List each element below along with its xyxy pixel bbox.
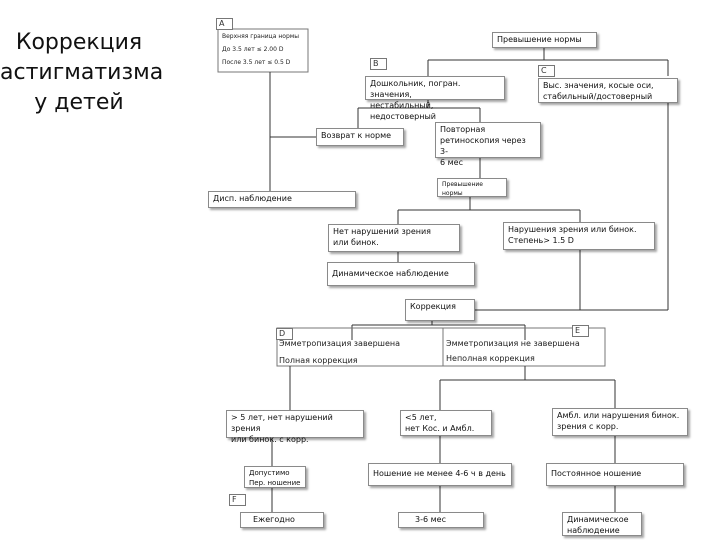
node-emm-done: Эмметропизация завершена [279,339,401,348]
norms-line-1: Верхняя граница нормы [222,33,300,40]
node-correction: Коррекция [405,299,475,321]
node-vision-issue: Нарушения зрения или бинок. Степень> 1.5… [503,222,655,250]
node-dyn-obs-2: Динамическое наблюдение [562,512,642,536]
node-preschool: Дошкольник, погран. значения, нестабильн… [365,76,505,121]
node-high-values: Выс. значения, косые оси, стабильный/дос… [538,78,678,103]
node-return-norm: Возврат к норме [316,128,404,146]
tag-c: C [538,65,555,77]
node-wear46: Ношение не менее 4-6 ч в день [368,463,512,486]
tag-f: F [229,494,246,506]
norms-line-2: До 3.5 лет ≤ 2.00 D [222,46,284,53]
node-yearly: Ежегодно [240,512,324,528]
tag-e: E [572,325,589,337]
node-no-vision-issue: Нет нарушений зрения или бинок. [328,224,460,252]
norms-line-3: После 3.5 лет ≤ 0.5 D [222,59,291,66]
node-full-corr: Полная коррекция [279,356,358,365]
node-disp: Дисп. наблюдение [208,191,356,208]
node-under5: <5 лет, нет Кос. и Амбл. [400,410,492,436]
node-repeat-retino: Повторная ретиноскопия через 3- 6 мес [435,122,541,167]
node-exceed-top: Превышение нормы [492,32,597,48]
tag-a: A [216,18,233,30]
node-ambl: Амбл. или нарушения бинок. зрения с корр… [552,408,688,436]
norms-frame [217,28,309,73]
node-3-6-months: 3-6 мес [398,512,484,528]
node-dyn-obs: Динамическое наблюдение [327,262,475,286]
node-allowed: Допустимо Пер. ношение [244,466,306,488]
node-exceed-mid: Превышение нормы [437,178,507,197]
node-over5: > 5 лет, нет нарушений зрения или бинок.… [226,410,364,444]
tag-b: B [370,58,387,70]
node-emm-not-done: Эмметропизация не завершена [446,339,580,348]
node-constant: Постоянное ношение [546,463,684,486]
node-partial-corr: Неполная коррекция [446,354,535,363]
slide-title: Коррекция астигматизма у детей [0,30,164,115]
tag-d: D [276,328,293,340]
